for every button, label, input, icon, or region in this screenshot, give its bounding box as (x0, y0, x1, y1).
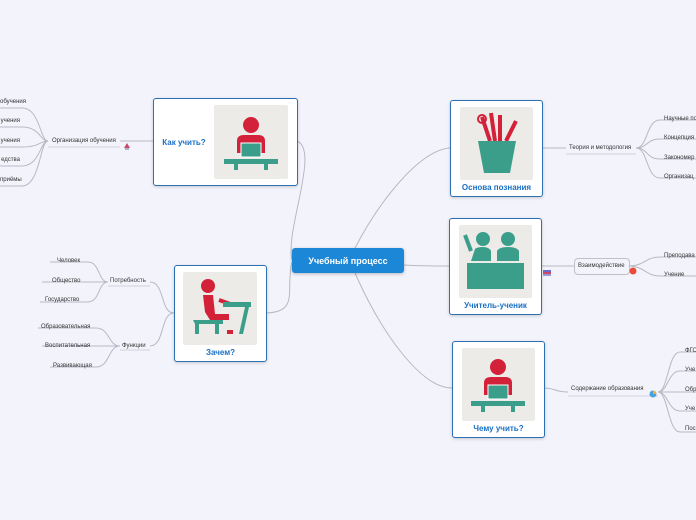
red-dot-icon (629, 262, 637, 280)
link-content-leaf2 (657, 370, 696, 393)
leaf-inter-1[interactable]: Преподава (664, 253, 695, 259)
topic-teacher-student[interactable]: Учитель-ученик (449, 218, 542, 315)
link-content-leaf1 (657, 351, 696, 393)
link-org-leaf5 (0, 140, 49, 187)
link-need-leaf3 (40, 281, 109, 303)
flag-icon (543, 263, 551, 281)
interaction-box[interactable]: Взаимодействие (574, 258, 630, 275)
topic-basis-label: Основа познания (461, 183, 532, 192)
link-org-leaf2 (0, 126, 49, 142)
teacher-desk-image (214, 105, 288, 179)
leaf-org-1[interactable]: обучения (0, 99, 27, 105)
link-func-leaf3 (50, 345, 121, 368)
topic-basis[interactable]: Основа познания (450, 100, 543, 197)
leaf-content-3[interactable]: Обр (685, 387, 696, 393)
topic-teacher-student-label: Учитель-ученик (464, 301, 527, 310)
topic-why-label: Зачем? (205, 348, 236, 357)
subtopic-theory[interactable]: Теория и методология (569, 145, 632, 151)
leaf-org-5[interactable]: приёмы (0, 177, 22, 183)
teacher-desk-image-2 (462, 348, 535, 421)
link-central-teacher (403, 264, 450, 267)
link-what-content (543, 387, 569, 393)
leaf-org-2[interactable]: учения (0, 118, 20, 124)
topic-why[interactable]: Зачем? (174, 265, 267, 362)
leaf-theory-3[interactable]: Закономер (664, 155, 695, 161)
pie-chart-icon (649, 385, 657, 403)
link-org-leaf1 (0, 107, 49, 142)
pencil-cup-image (460, 107, 533, 180)
subtopic-interaction: Взаимодействие (578, 263, 625, 269)
subtopic-functions[interactable]: Функции (122, 343, 146, 349)
link-func-leaf1 (38, 327, 121, 347)
leaf-content-5[interactable]: Пос (685, 426, 696, 432)
leaf-need-2[interactable]: Общество (52, 278, 81, 284)
central-topic-label: Учебный процесс (308, 255, 388, 266)
link-why-need (149, 281, 175, 314)
topic-what[interactable]: Чему учить? (452, 341, 545, 438)
leaf-func-3[interactable]: Развивающая (53, 363, 92, 369)
rocket-icon (123, 137, 131, 155)
link-central-how (290, 140, 306, 261)
leaf-content-2[interactable]: Уче (685, 367, 696, 373)
topic-what-label: Чему учить? (473, 424, 524, 433)
student-at-desk-icon (193, 279, 251, 334)
link-why-functions (149, 312, 175, 347)
student-desk-image (183, 272, 257, 345)
classroom-image (459, 225, 532, 298)
leaf-org-3[interactable]: учения (0, 138, 20, 144)
leaf-inter-2[interactable]: Учение (664, 272, 685, 278)
leaf-theory-1[interactable]: Научные по (664, 116, 696, 122)
link-inter-leaf1 (627, 256, 696, 267)
link-content-leaf5 (657, 391, 696, 433)
link-need-leaf1 (50, 261, 109, 283)
leaf-theory-2[interactable]: Концепция (664, 135, 695, 141)
link-theory-leaf2 (635, 138, 696, 149)
teacher-at-laptop-icon (471, 359, 525, 412)
subtopic-content[interactable]: Содержание образования (571, 386, 644, 392)
topic-how-label: Как учить? (162, 138, 206, 147)
link-inter-leaf2 (627, 265, 696, 277)
subtopic-need[interactable]: Потребность (110, 278, 146, 284)
link-central-why (265, 261, 293, 314)
pencil-cup-icon (477, 112, 518, 173)
leaf-need-3[interactable]: Государство (45, 297, 80, 303)
link-central-basis (354, 147, 451, 249)
leaf-content-1[interactable]: ФГО (685, 348, 696, 354)
link-central-what (354, 272, 453, 389)
leaf-theory-4[interactable]: Организац (664, 174, 694, 180)
leaf-func-1[interactable]: Образовательная (41, 324, 91, 330)
teacher-at-laptop-icon (224, 117, 278, 170)
leaf-func-2[interactable]: Воспитательная (45, 343, 91, 349)
teacher-and-student-icon (463, 232, 524, 289)
leaf-org-4[interactable]: едства (1, 157, 20, 163)
central-topic[interactable]: Учебный процесс (292, 248, 404, 273)
link-theory-leaf4 (635, 147, 696, 179)
leaf-need-1[interactable]: Человек (57, 258, 81, 264)
link-theory-leaf1 (635, 119, 696, 149)
leaf-content-4[interactable]: Уче (685, 406, 696, 412)
topic-how[interactable]: Как учить? (153, 98, 298, 186)
subtopic-organization[interactable]: Организация обучения (52, 138, 116, 144)
